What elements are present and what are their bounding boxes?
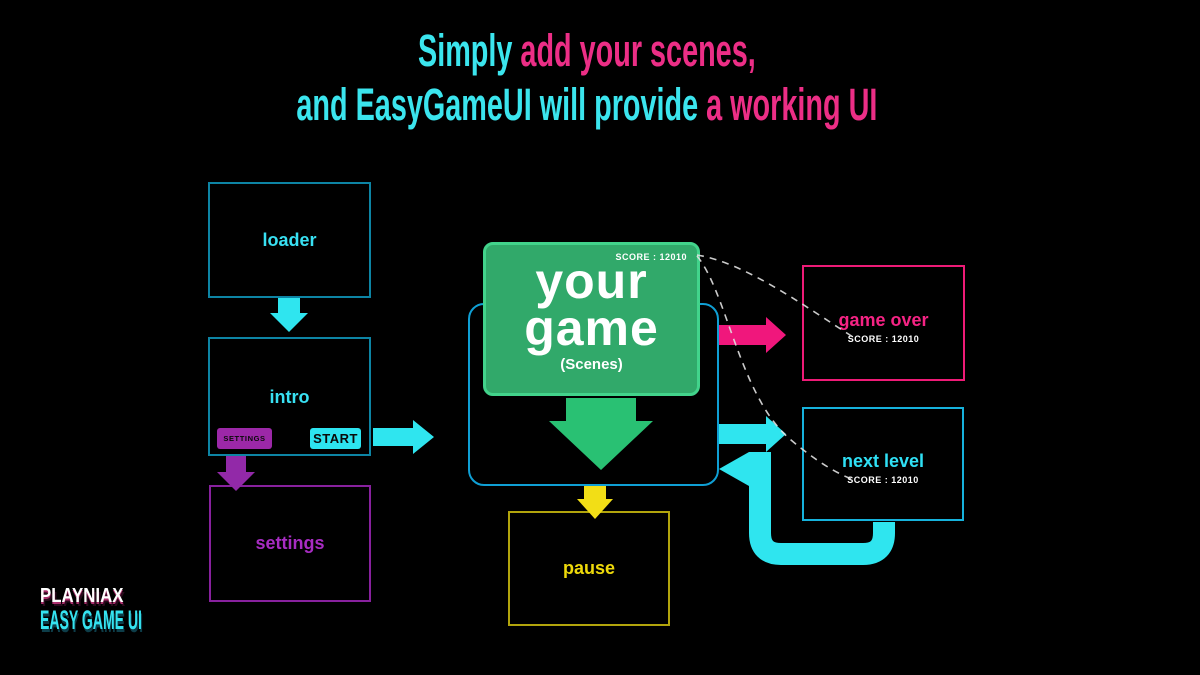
screen-box-settings: settings [209,485,371,602]
screen-box-game-over: game over SCORE : 12010 [802,265,965,381]
settings-label: settings [255,533,325,553]
screen-box-pause: pause [508,511,670,626]
headline-line2-pink: a working UI [706,79,878,130]
next-level-score: SCORE : 12010 [847,475,919,485]
settings-button[interactable]: SETTINGS [217,428,272,449]
start-button[interactable]: START [310,428,361,449]
arrow-next-level-loop-head [719,452,749,486]
headline: Simply add your scenes, and EasyGameUI w… [0,24,1174,132]
screen-box-loader: loader [208,182,371,298]
headline-line-1: Simply add your scenes, [0,24,1174,78]
next-level-label: next level [841,451,925,471]
arrow-game-to-next-level [719,416,786,452]
your-game-title: your game [524,253,659,356]
game-over-label: game over [838,310,929,330]
arrow-game-to-game-over [719,317,786,353]
headline-line2-cyan: and EasyGameUI will provide [296,79,707,130]
brand-logo: PLAYNIAX EASY GAME UI [40,585,236,635]
screen-box-your-game: your game (Scenes) SCORE : 12010 [483,242,700,396]
pause-label: pause [562,558,616,578]
arrow-loader-to-intro [270,298,308,332]
arrow-intro-to-game [373,420,434,454]
headline-line1-cyan: Simply [418,25,521,76]
headline-line-2: and EasyGameUI will provide a working UI [0,78,1174,132]
your-game-subtitle: (Scenes) [560,356,623,373]
screen-box-intro: intro SETTINGS START [208,337,371,456]
screen-box-next-level: next level SCORE : 12010 [802,407,964,521]
brand-company: PLAYNIAX [40,585,124,607]
brand-product: EASY GAME UI [40,605,142,635]
your-game-score: SCORE : 12010 [615,252,687,262]
intro-label: intro [269,387,310,407]
loader-label: loader [262,229,317,250]
game-over-score: SCORE : 12010 [847,334,920,344]
headline-line1-pink: add your scenes, [520,25,756,76]
